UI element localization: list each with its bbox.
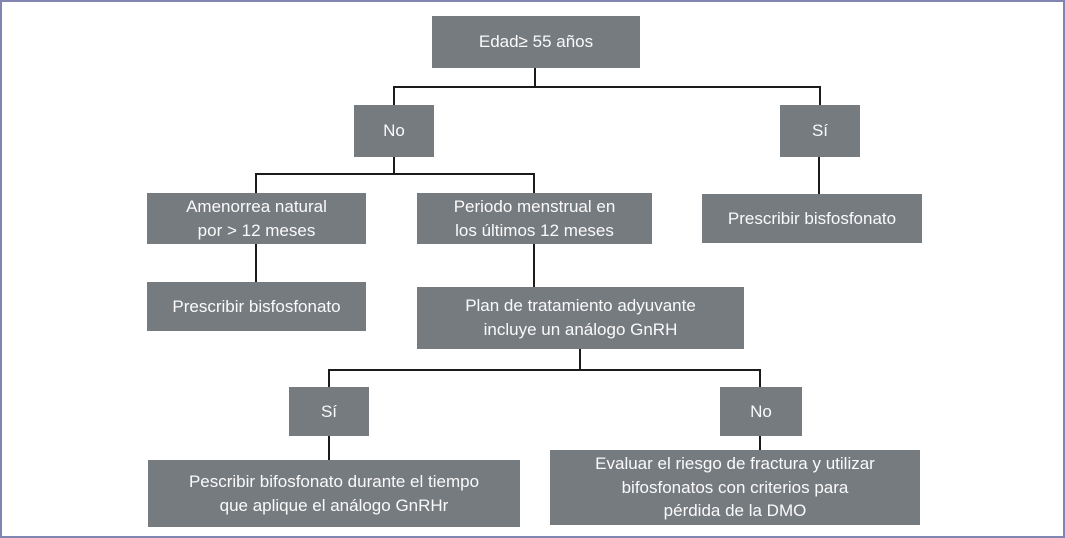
node-plan-tratamiento-gnrh: Plan de tratamiento adyuvante incluye un… bbox=[417, 287, 744, 349]
connector-amenorrea-to-prescribir bbox=[255, 244, 257, 282]
connector-periodo-to-plan bbox=[533, 244, 535, 287]
node-plan-si: Sí bbox=[289, 387, 369, 436]
connector-root-stem bbox=[534, 68, 536, 88]
node-pescribir-gnrhr: Pescribir bifosfonato durante el tiempo … bbox=[148, 460, 520, 527]
connector-plan-stem bbox=[579, 349, 581, 371]
connector-plan-crossbar bbox=[328, 369, 761, 371]
connector-no-to-periodo bbox=[533, 173, 535, 193]
connector-si-to-prescribir bbox=[818, 157, 820, 194]
node-evaluar-riesgo-dmo: Evaluar el riesgo de fractura y utilizar… bbox=[550, 450, 920, 525]
connector-no-stem bbox=[393, 157, 395, 175]
node-si-branch: Sí bbox=[780, 105, 860, 157]
node-plan-no: No bbox=[720, 387, 802, 436]
connector-plan-to-no bbox=[759, 369, 761, 387]
node-amenorrea: Amenorrea natural por > 12 meses bbox=[147, 193, 366, 244]
connector-root-to-no bbox=[393, 86, 395, 105]
connector-no-to-amenorrea bbox=[255, 173, 257, 193]
connector-plan-to-si bbox=[328, 369, 330, 387]
node-periodo-menstrual: Periodo menstrual en los últimos 12 mese… bbox=[417, 193, 652, 244]
connector-root-to-si bbox=[819, 86, 821, 105]
connector-no-to-evaluar bbox=[759, 436, 761, 450]
node-prescribir-bisfosfonato-derecha: Prescribir bisfosfonato bbox=[702, 194, 922, 243]
connector-si-to-pescribir bbox=[328, 436, 330, 460]
connector-root-crossbar bbox=[393, 86, 821, 88]
node-edad-55: Edad≥ 55 años bbox=[432, 16, 640, 68]
node-prescribir-bisfosfonato-izquierda: Prescribir bisfosfonato bbox=[147, 282, 366, 331]
connector-no-crossbar bbox=[255, 173, 535, 175]
node-no-branch: No bbox=[354, 105, 434, 157]
